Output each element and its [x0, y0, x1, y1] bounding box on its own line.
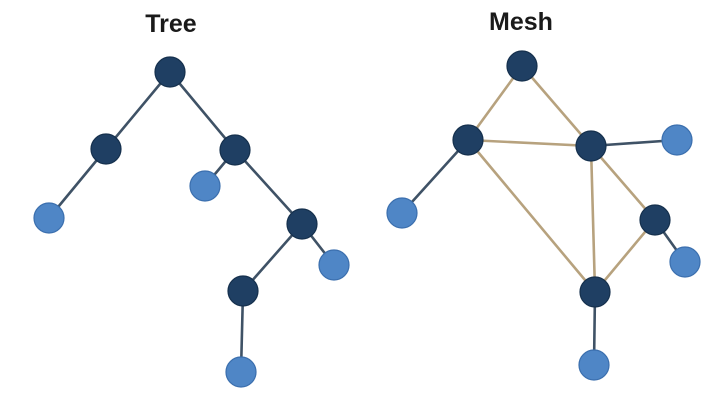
- tree-edge-t-root-t-a: [104, 70, 172, 151]
- mesh-node-m-right: [639, 204, 671, 236]
- tree-node-t-root: [154, 56, 186, 88]
- mesh-node-m-top: [506, 50, 538, 82]
- mesh-edge-m-top-m-center: [520, 64, 593, 148]
- mesh-node-m-leaf-2: [661, 124, 693, 156]
- tree-node-t-c: [286, 208, 318, 240]
- tree-node-t-leaf-3: [318, 249, 350, 281]
- mesh-edge-m-center-m-bottom: [589, 144, 597, 294]
- tree-node-t-a: [90, 133, 122, 165]
- mesh-node-m-left: [452, 124, 484, 156]
- mesh-title: Mesh: [489, 8, 553, 36]
- mesh-edge-m-left-m-leaf-1: [400, 138, 470, 215]
- nodes-layer: [33, 50, 701, 388]
- mesh-node-m-bottom: [579, 276, 611, 308]
- mesh-edge-m-left-m-bottom: [466, 138, 597, 294]
- mesh-node-m-leaf-4: [578, 349, 610, 381]
- tree-node-t-b: [219, 134, 251, 166]
- tree-node-t-leaf-2: [189, 170, 221, 202]
- mesh-edge-m-left-m-center: [466, 138, 593, 148]
- tree-node-t-leaf-1: [33, 202, 65, 234]
- tree-node-t-d: [227, 275, 259, 307]
- mesh-edge-m-right-m-bottom: [593, 218, 657, 294]
- mesh-node-m-leaf-3: [669, 246, 701, 278]
- tree-node-t-leaf-4: [225, 356, 257, 388]
- mesh-node-m-center: [575, 130, 607, 162]
- tree-edge-t-root-t-b: [168, 70, 237, 152]
- mesh-edge-m-center-m-right: [589, 144, 657, 222]
- tree-title: Tree: [145, 10, 197, 38]
- mesh-node-m-leaf-1: [386, 197, 418, 229]
- tree-edge-t-b-t-c: [233, 148, 304, 226]
